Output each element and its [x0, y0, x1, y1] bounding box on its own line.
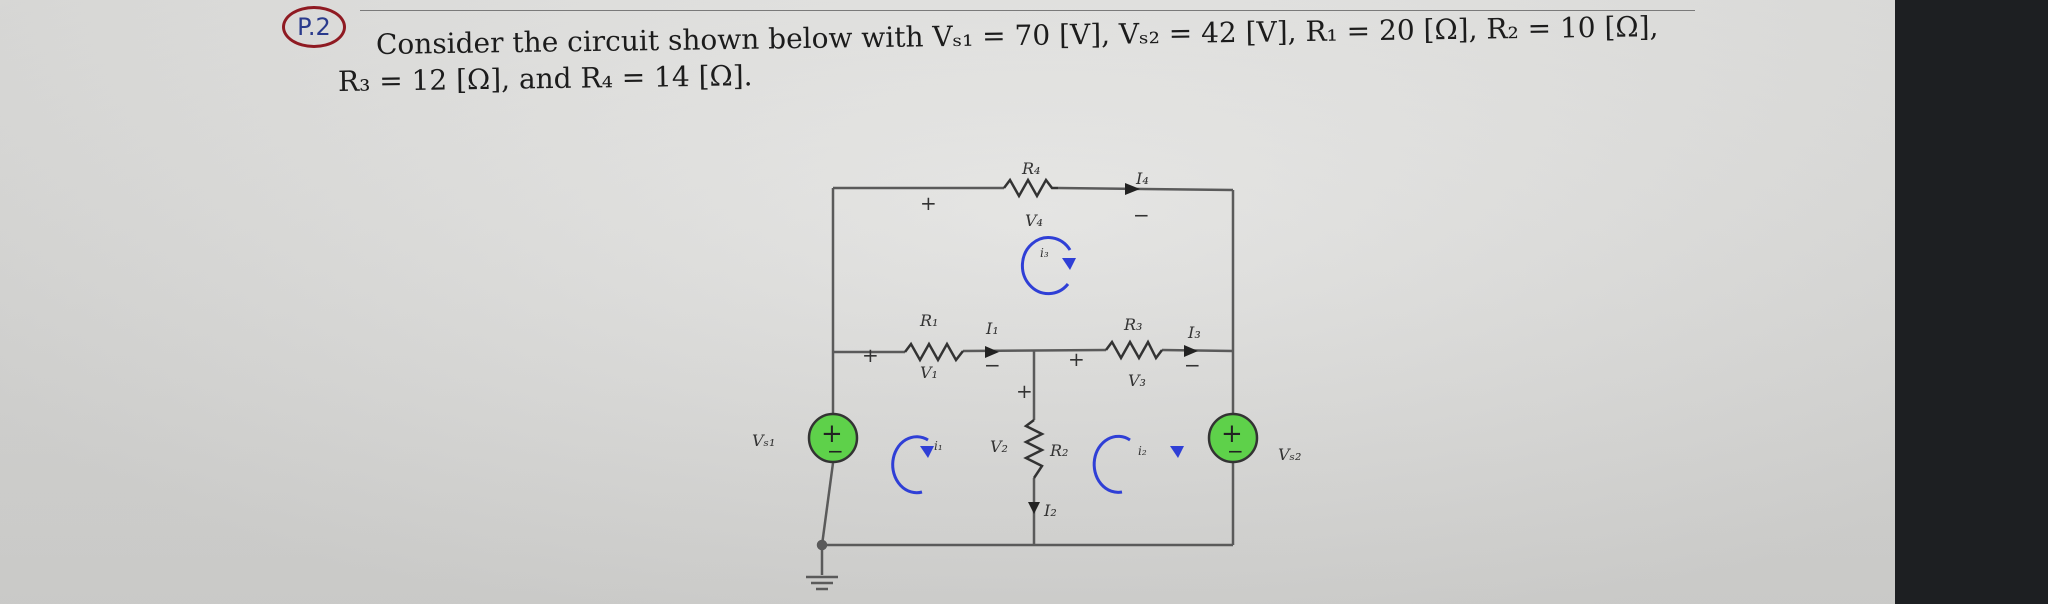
- ground-symbol: [806, 539, 838, 591]
- wires: [820, 186, 1235, 575]
- label-I3: I₃: [1187, 323, 1201, 342]
- current-arrows: [985, 183, 1198, 514]
- label-R4: R₄: [1021, 159, 1040, 178]
- loop-i2-head: [1170, 446, 1184, 458]
- resistor-R3: [1105, 339, 1163, 361]
- loop-i1-head: [920, 446, 934, 458]
- label-R3: R₃: [1123, 315, 1142, 334]
- voltage-source-vs2: + −: [1207, 412, 1259, 464]
- background-dark-edge: [1895, 0, 2048, 604]
- resistor-R2: [1023, 419, 1045, 479]
- minus-V1: −: [984, 353, 1001, 377]
- arrow-I4: [1125, 183, 1140, 195]
- arrow-I2: [1028, 502, 1040, 514]
- problem-number-badge: P.2: [282, 6, 346, 48]
- plus-V3: +: [1068, 347, 1085, 371]
- wire-left-bottom: [820, 462, 835, 546]
- circuit-diagram: + − + − R₄ I₄ V₄ i₃ + − R₁ I₁ V₁ + −: [752, 159, 1301, 591]
- vs2-minus: −: [1227, 439, 1244, 463]
- label-R1: R₁: [919, 311, 938, 330]
- paper-page: P.2 Consider the circuit shown below wit…: [0, 0, 1895, 604]
- wire-top-right: [1057, 186, 1234, 192]
- loop-i3-head: [1062, 258, 1076, 270]
- vs1-plus: +: [821, 419, 843, 449]
- plus-V2: +: [1016, 379, 1033, 403]
- mesh-arrowheads: [920, 258, 1184, 458]
- plus-V4: +: [920, 191, 937, 215]
- loop-i2: [1092, 434, 1131, 494]
- label-i1: i₁: [934, 439, 943, 453]
- loop-i3: [1020, 236, 1072, 296]
- label-I1: I₁: [985, 319, 999, 338]
- problem-number: P.2: [297, 13, 331, 41]
- resistor-R1: [904, 341, 964, 363]
- arrow-I3: [1184, 345, 1198, 357]
- arrow-I1: [985, 346, 999, 358]
- label-Vs1: Vₛ₁: [752, 431, 775, 450]
- label-I2: I₂: [1043, 501, 1057, 520]
- label-Vs2: Vₛ₂: [1278, 445, 1301, 464]
- label-V3: V₃: [1128, 371, 1146, 390]
- wire-mid-right: [1161, 348, 1234, 353]
- label-V4: V₄: [1025, 211, 1043, 230]
- plus-V1: +: [862, 343, 879, 367]
- minus-V3: −: [1184, 353, 1201, 377]
- resistor-R4: [1003, 177, 1058, 199]
- ground-node: [816, 539, 828, 551]
- vs2-plus: +: [1221, 419, 1243, 449]
- voltage-source-vs1: + −: [807, 412, 859, 464]
- label-V2: V₂: [990, 437, 1008, 456]
- top-rule: [360, 10, 1695, 11]
- label-I4: I₄: [1135, 169, 1149, 188]
- vs1-minus: −: [827, 439, 844, 463]
- label-i2: i₂: [1138, 444, 1147, 458]
- label-i3: i₃: [1040, 246, 1049, 260]
- label-R2: R₂: [1049, 441, 1068, 460]
- paper-shading: [0, 0, 1895, 604]
- mesh-arrows: [891, 236, 1131, 495]
- loop-i1: [891, 435, 929, 495]
- label-V1: V₁: [920, 363, 938, 382]
- minus-V4: −: [1133, 203, 1150, 227]
